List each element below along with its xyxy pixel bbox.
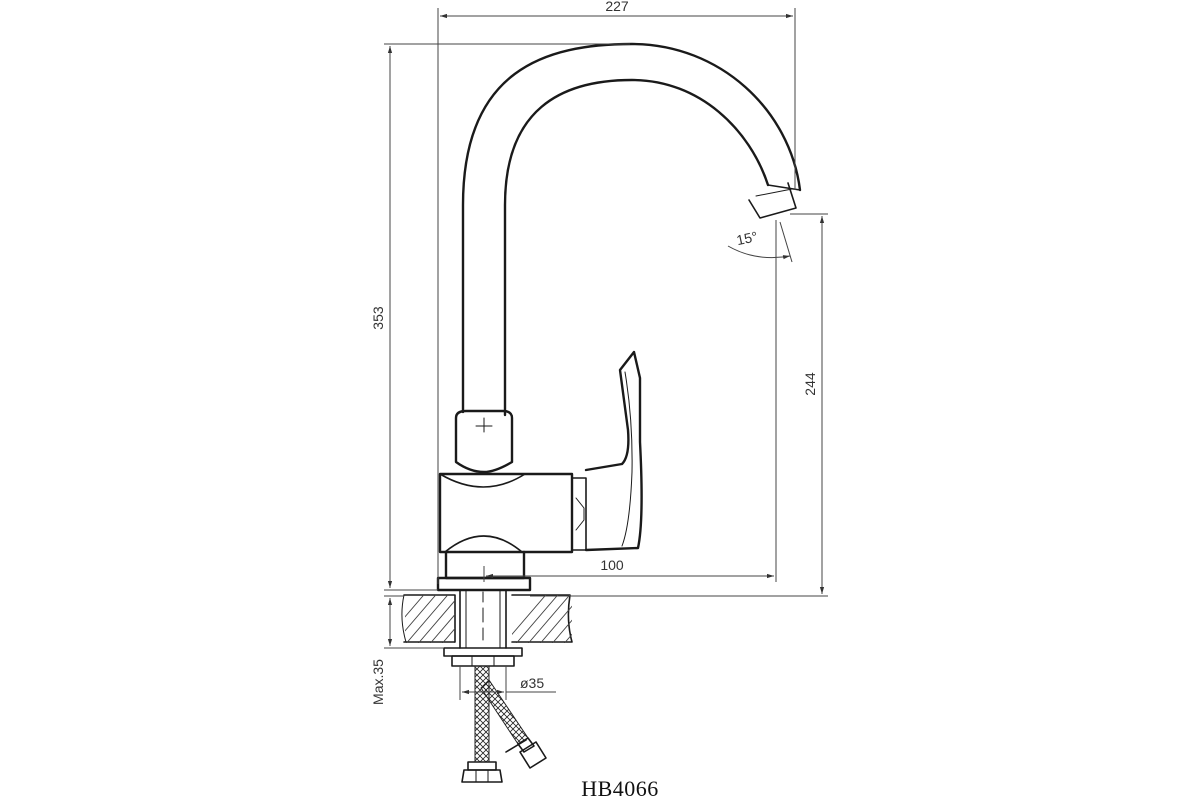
dim-swivel-angle: 15° <box>735 228 759 248</box>
hose-left-nut <box>461 769 503 783</box>
dim-spout-height: 244 <box>802 372 818 396</box>
spout-collar <box>454 409 514 474</box>
hatch-left <box>405 595 455 643</box>
cartridge-cap <box>571 477 587 551</box>
dim-counter-thickness: Max.35 <box>370 659 386 705</box>
faucet-base <box>444 550 526 580</box>
hole-extension-lines <box>459 666 507 700</box>
angle-ref-line <box>779 221 793 263</box>
nut-facets <box>471 655 495 667</box>
dim-hole-diameter: ø35 <box>520 675 544 691</box>
counter-extension-lines <box>384 595 444 649</box>
countertop-section <box>401 589 573 667</box>
angle-arc <box>727 245 791 260</box>
spout-inner-line <box>503 78 770 417</box>
hose-left-nut-facets <box>475 769 489 783</box>
body-top-curve <box>439 473 526 488</box>
hose-right-nut-edge <box>505 739 527 753</box>
fixing-nut <box>451 655 515 667</box>
hose-left-braid <box>474 665 490 763</box>
dim-overall-width: 227 <box>605 0 629 14</box>
hose-right-nut <box>519 741 547 769</box>
spout-height-extension-lines <box>530 213 828 597</box>
dim-spout-reach: 100 <box>600 557 624 573</box>
shank-outer <box>459 589 507 649</box>
fixing-washer <box>443 647 523 657</box>
hatch-right <box>512 595 572 643</box>
dim-overall-height: 353 <box>370 306 386 330</box>
lever-contour <box>621 371 633 547</box>
countertop-left <box>403 594 456 643</box>
faucet-outline <box>436 42 802 592</box>
model-label: HB4066 <box>581 776 659 800</box>
countertop-right <box>511 594 573 643</box>
cartridge-detail <box>575 497 585 531</box>
aerator-body <box>748 182 797 219</box>
width-extension-lines <box>437 8 796 584</box>
body-bottom-curve <box>444 535 523 553</box>
shank-inner <box>465 589 501 649</box>
lever-handle <box>584 350 643 552</box>
height-extension-lines <box>384 43 630 591</box>
hose-left-ferrule <box>467 761 497 771</box>
spout-outer-line <box>461 42 802 414</box>
mixer-body <box>438 472 574 554</box>
dimension-lines: 227 353 244 100 15° Max.35 ø35 <box>370 0 828 705</box>
countertop-break-left <box>401 594 407 643</box>
aerator-ring <box>755 188 793 197</box>
